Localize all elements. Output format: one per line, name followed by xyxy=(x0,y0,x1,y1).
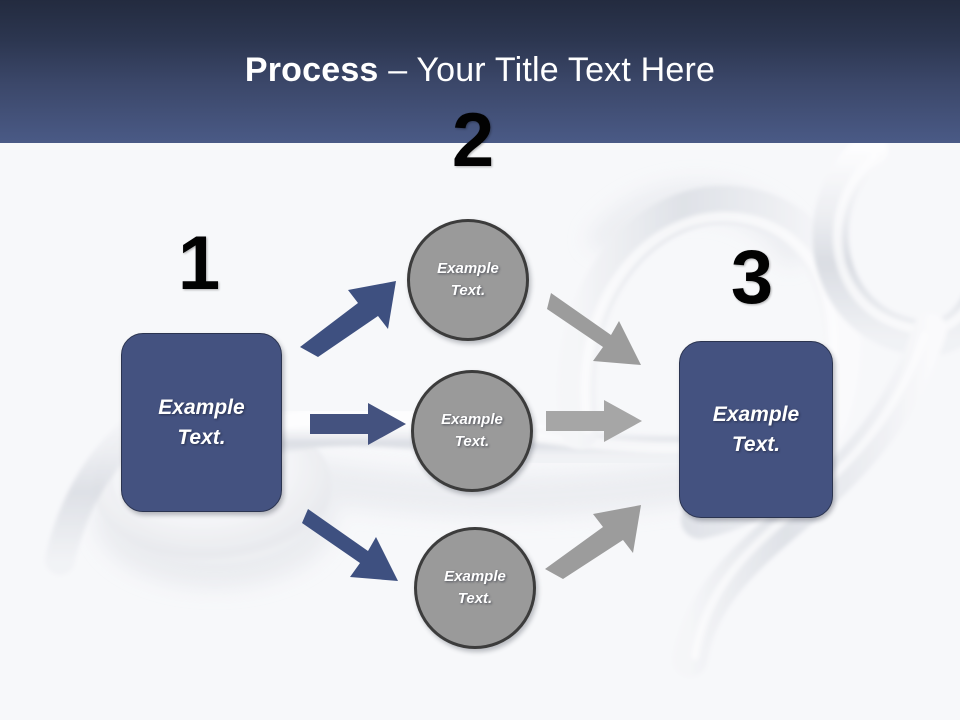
arrow-gray-down-right xyxy=(547,293,641,365)
arrow-gray-up-right xyxy=(545,505,641,579)
step-number-2: 2 xyxy=(451,98,495,183)
blue-box-left-label: Example Text. xyxy=(158,395,245,449)
arrow-blue-down-right xyxy=(302,509,398,581)
blue-box-right-label: Example Text. xyxy=(712,402,800,456)
page-title-strong: Process xyxy=(244,51,379,89)
arrow-blue-right xyxy=(310,403,406,445)
gray-circle-top[interactable]: Example Text. xyxy=(407,219,529,341)
page-title: Process – Your Title Text Here xyxy=(0,50,960,90)
gray-circle-top-label: Example Text. xyxy=(437,260,499,299)
gray-circle-bottom-label: Example Text. xyxy=(444,568,506,607)
step-number-3: 3 xyxy=(730,235,774,320)
arrow-blue-up-right xyxy=(300,281,396,357)
page-title-rest: – Your Title Text Here xyxy=(378,51,716,89)
arrow-gray-right xyxy=(546,400,642,442)
gray-circle-bottom[interactable]: Example Text. xyxy=(414,527,536,649)
gray-circle-middle-label: Example Text. xyxy=(441,411,503,450)
title-bar: Process – Your Title Text Here xyxy=(0,0,960,143)
blue-box-right[interactable]: Example Text. xyxy=(679,341,833,518)
step-number-1: 1 xyxy=(177,221,221,306)
blue-box-left[interactable]: Example Text. xyxy=(121,333,282,512)
gray-circle-middle[interactable]: Example Text. xyxy=(411,370,533,492)
